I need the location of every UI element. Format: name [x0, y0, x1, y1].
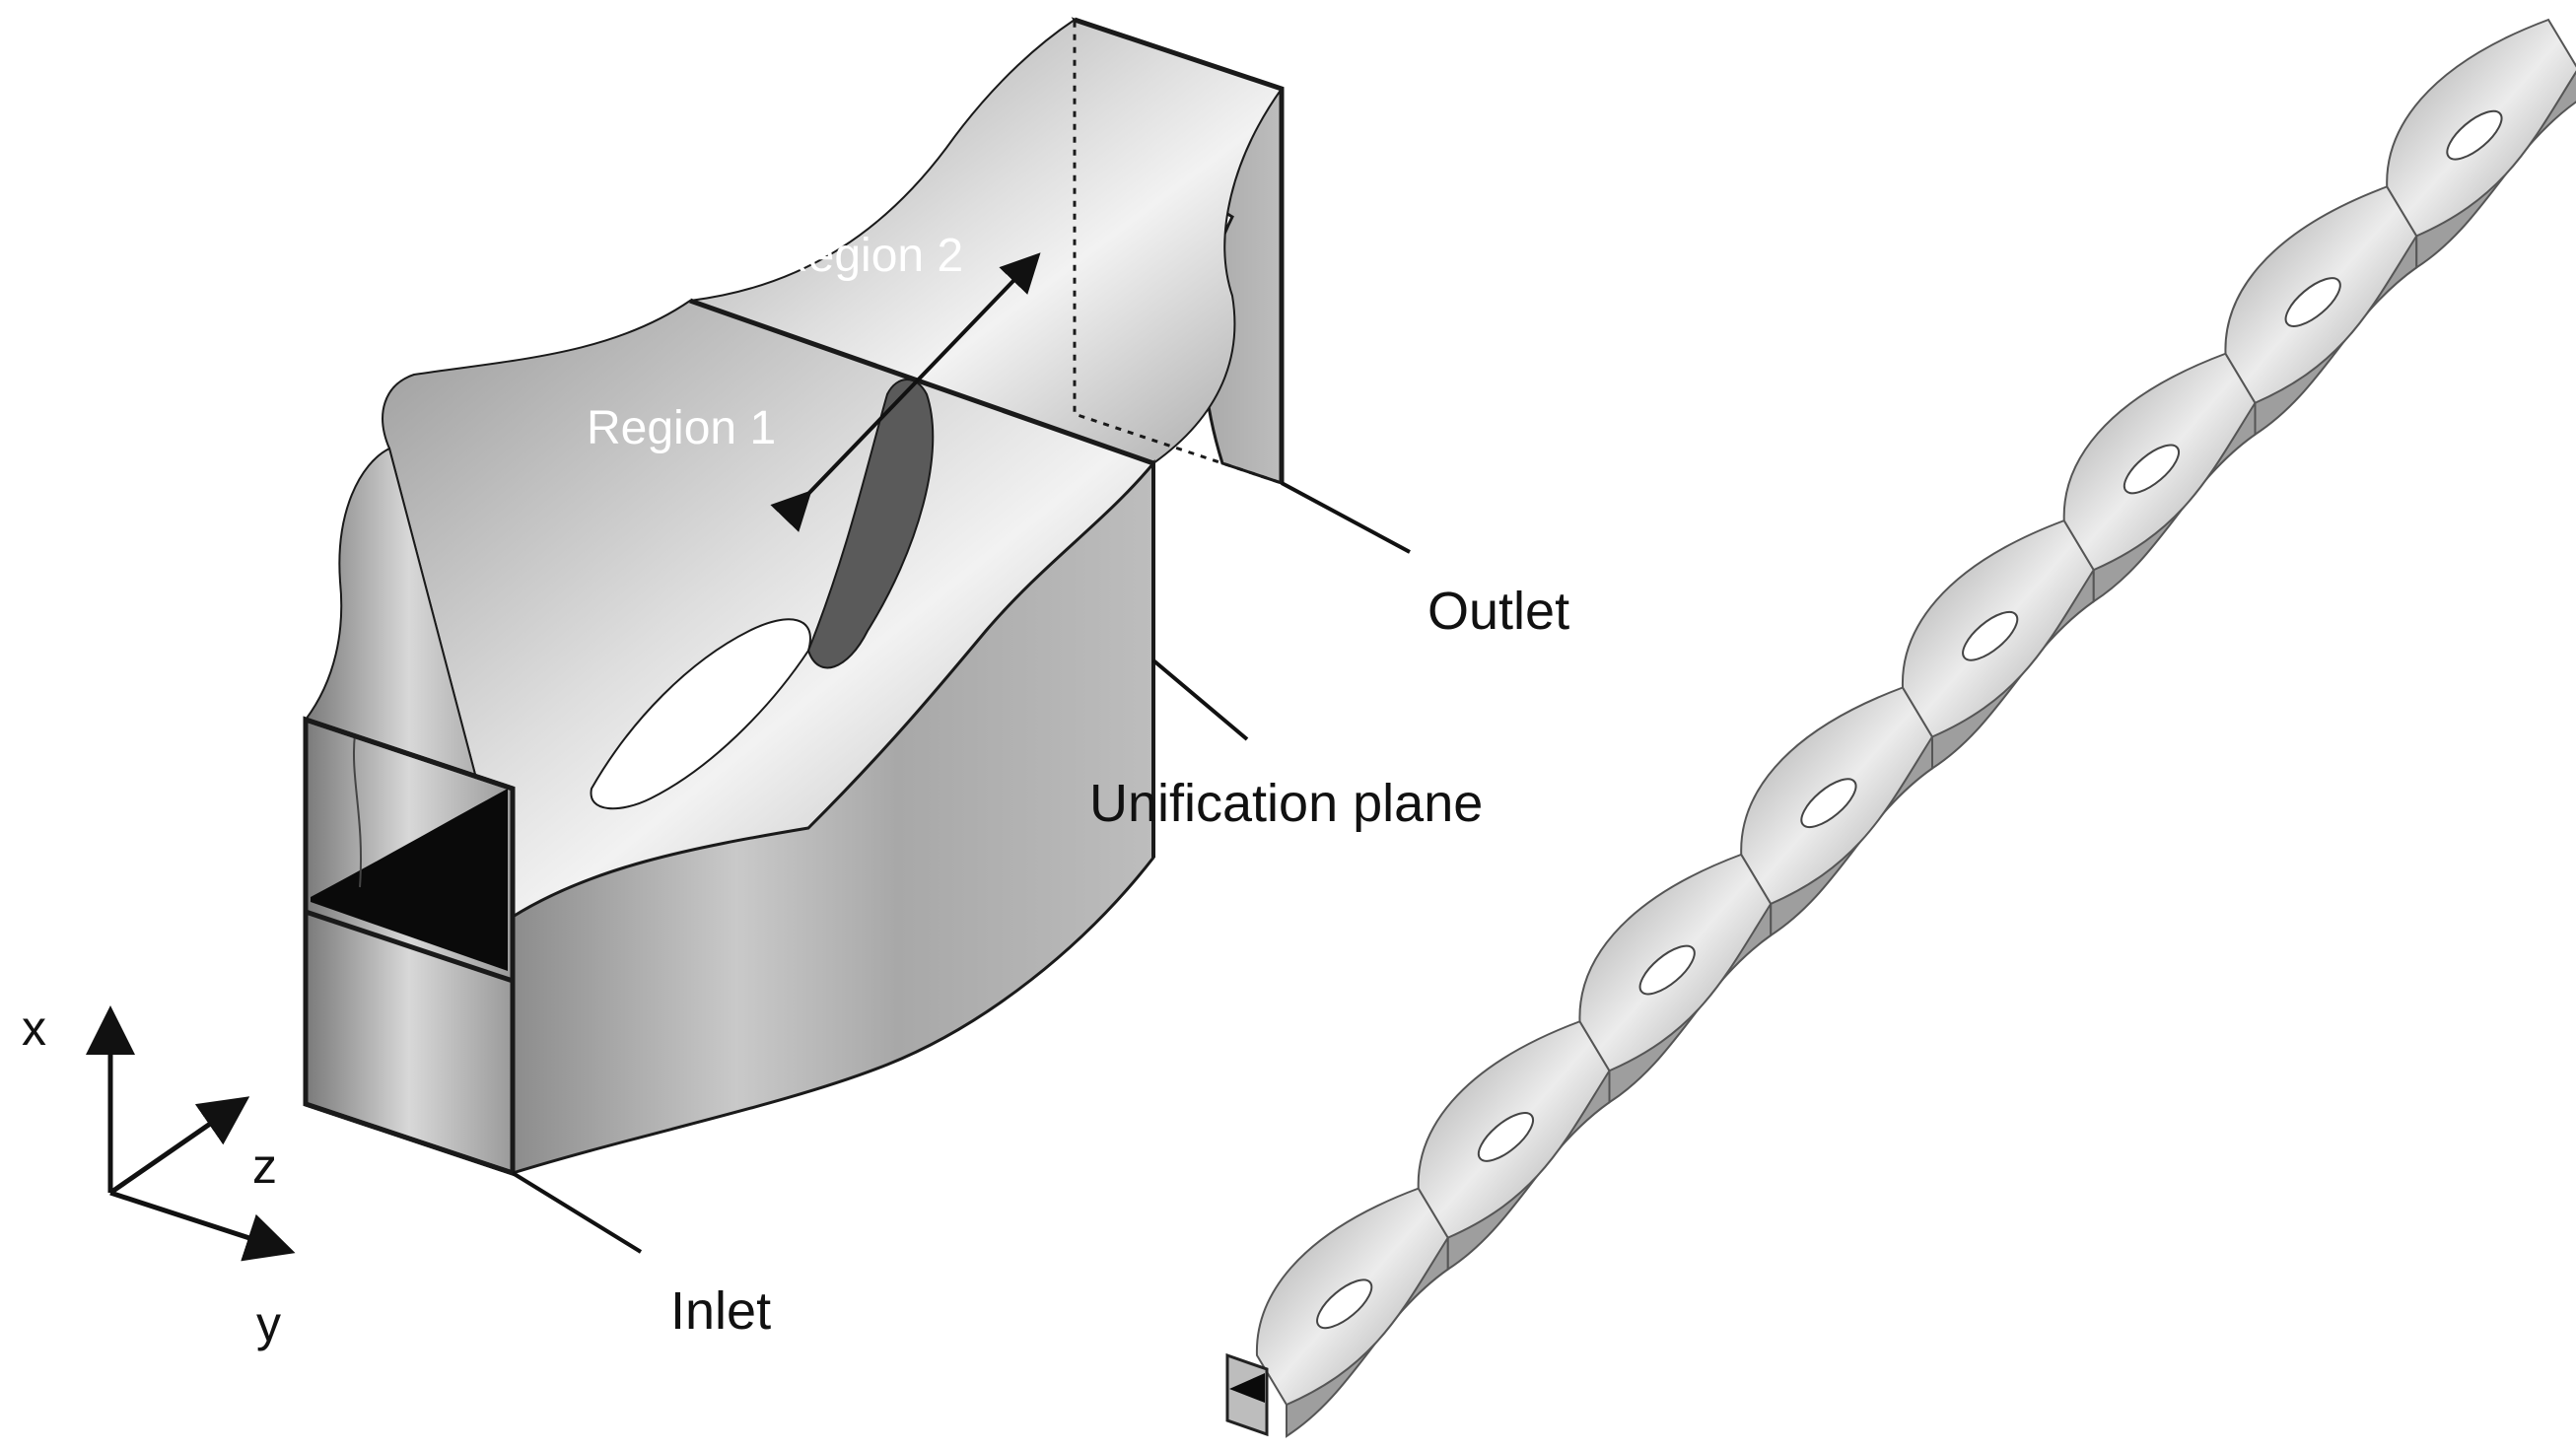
- inlet-midline: [305, 909, 514, 984]
- region-2-label: Region 2: [774, 230, 963, 282]
- x-axis-label: x: [22, 1001, 46, 1056]
- front-side-wall: [511, 458, 1155, 1176]
- chain-unit: [2386, 18, 2576, 270]
- inlet-leader: [511, 1171, 643, 1254]
- y-axis-label: y: [256, 1296, 281, 1351]
- inlet-label: Inlet: [670, 1281, 771, 1341]
- flow-arrow: [770, 252, 1041, 532]
- chain-unit: [1740, 686, 1934, 937]
- chain-unit-hole: [1477, 1112, 1534, 1162]
- region-1-label: Region 1: [587, 402, 776, 454]
- chain-inlet-wedge: [1229, 1373, 1265, 1403]
- chain-unit-hole: [1638, 944, 1696, 996]
- chain-unit-hole: [2284, 277, 2341, 327]
- chain-unit: [1578, 853, 1773, 1105]
- channel-unit: [303, 17, 1285, 1177]
- inlet-dark-wedge: [311, 789, 508, 971]
- channel-chain: [1225, 18, 2576, 1438]
- coordinate-axes: x z y: [22, 1001, 296, 1351]
- chain-unit: [1901, 518, 2095, 771]
- chain-unit: [1417, 1020, 1611, 1272]
- chain-unit: [1255, 1187, 1449, 1438]
- outlet-edge: [1074, 17, 1285, 483]
- outlet-label: Outlet: [1427, 582, 1569, 641]
- unification-leader: [1151, 658, 1249, 741]
- unification-plane-label: Unification plane: [1089, 774, 1483, 833]
- chain-unit: [2224, 185, 2418, 437]
- chain-unit-hole: [1962, 610, 2019, 661]
- chain-unit-hole: [2446, 109, 2503, 161]
- chain-unit-hole: [1316, 1278, 1373, 1330]
- outlet-leader: [1281, 481, 1411, 554]
- chain-unit: [2062, 352, 2257, 603]
- y-axis-arrow: [109, 1190, 296, 1262]
- z-axis-arrow: [108, 1096, 250, 1196]
- chain-unit-hole: [2123, 444, 2180, 495]
- inlet-inner-curve: [352, 733, 363, 888]
- z-axis-label: z: [252, 1139, 277, 1194]
- chain-unit-hole: [1800, 778, 1857, 829]
